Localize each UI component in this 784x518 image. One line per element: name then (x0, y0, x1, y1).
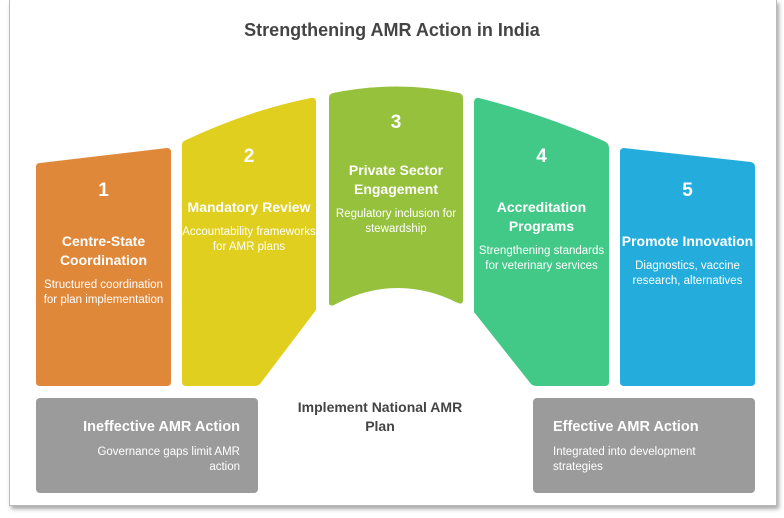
step-number: 1 (98, 180, 109, 201)
step-number: 4 (536, 146, 547, 167)
step-heading: Accreditation Programs (496, 199, 587, 234)
outcome-description: Integrated into development strategies (553, 446, 696, 473)
outcome-heading: Effective AMR Action (553, 419, 699, 435)
step-5-shape (620, 148, 755, 386)
step-3-shape (329, 86, 463, 306)
step-description: Accountability frameworks for AMR plans (182, 226, 316, 253)
step-description: Structured coordination for plan impleme… (43, 279, 164, 306)
step-5-card: 5 Promote Innovation Diagnostics, vaccin… (620, 180, 755, 289)
step-4-shape (474, 97, 609, 386)
step-number: 5 (682, 180, 693, 201)
diagram-title: Strengthening AMR Action in India (244, 20, 540, 40)
outcome-description: Governance gaps limit AMR action (97, 446, 240, 473)
step-description: Strengthening standards for veterinary s… (478, 245, 605, 272)
step-4-card: 4 Accreditation Programs Strengthening s… (474, 146, 609, 274)
step-heading: Private Sector Engagement (348, 162, 444, 197)
step-description: Diagnostics, vaccine research, alternati… (632, 260, 743, 287)
outcome-heading: Ineffective AMR Action (83, 419, 240, 435)
step-heading: Promote Innovation (621, 233, 754, 249)
step-heading: Mandatory Review (187, 199, 311, 215)
step-heading: Centre-State Coordination (59, 233, 148, 268)
ineffective-outcome-box: Ineffective AMR Action Governance gaps l… (36, 398, 258, 493)
step-number: 3 (390, 112, 402, 133)
step-1-shape (36, 148, 171, 386)
step-description: Regulatory inclusion for stewardship (335, 208, 457, 235)
step-number: 2 (243, 146, 255, 167)
step-1-card: 1 Centre-State Coordination Structured c… (36, 180, 171, 308)
step-2-card: 2 Mandatory Review Accountability framew… (182, 146, 316, 255)
center-label: Implement National AMR Plan (297, 399, 463, 434)
effective-outcome-box: Effective AMR Action Integrated into dev… (533, 398, 755, 493)
step-3-card: 3 Private Sector Engagement Regulatory i… (329, 112, 463, 237)
step-2-shape (182, 97, 316, 386)
